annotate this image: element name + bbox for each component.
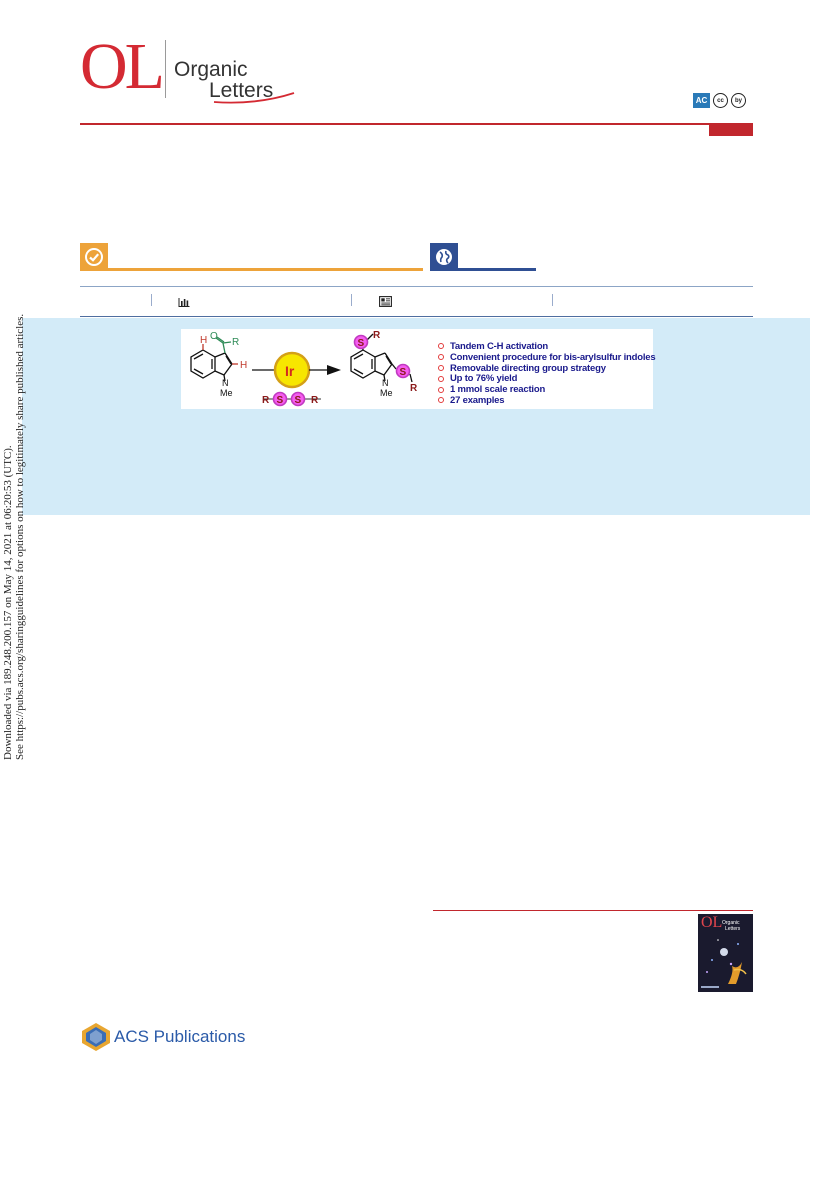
- reactant-me-label: Me: [220, 388, 233, 398]
- download-note-line2: See https://pubs.acs.org/sharingguidelin…: [14, 313, 26, 760]
- acs-hexagon-icon: [82, 1023, 110, 1051]
- product-r2-label: R: [410, 383, 418, 394]
- bullet-icon: [438, 354, 444, 361]
- product-n-label: N: [382, 378, 389, 388]
- cover-rule: [433, 910, 753, 911]
- list-item: 27 examples: [438, 395, 655, 406]
- reactant-n-label: N: [222, 378, 229, 388]
- toc-graphic: H H O R N Me Ir R S S R: [181, 329, 656, 409]
- bullet-icon: [438, 343, 444, 350]
- reaction-scheme: H H O R N Me Ir R S S R: [190, 330, 418, 407]
- header-rule: [80, 123, 753, 125]
- cover-art: [701, 939, 747, 988]
- bullet-icon: [438, 397, 444, 404]
- metrics-top-rule: [80, 286, 753, 287]
- cover-logo-letters: OL: [701, 914, 723, 931]
- by-license-badge[interactable]: by: [731, 93, 746, 108]
- access-underline: [108, 268, 423, 271]
- download-note-text: Downloaded via 189.248.200.157 on May 14…: [2, 314, 26, 760]
- product-r4-label: R: [373, 330, 381, 341]
- product-s4-label: S: [358, 338, 365, 349]
- catalyst-label: Ir: [285, 363, 295, 379]
- metrics-separator: [552, 294, 553, 306]
- bullet-icon: [438, 375, 444, 382]
- list-item: Convenient procedure for bis-arylsulfur …: [438, 352, 656, 363]
- cc-license-badge[interactable]: cc: [713, 93, 728, 108]
- bullet-icon: [438, 386, 444, 393]
- metrics-bottom-rule: [80, 316, 753, 317]
- acs-publications-logo: ACS Publications: [114, 1027, 246, 1046]
- bar-chart-icon[interactable]: [178, 296, 190, 307]
- open-access-underline: [458, 268, 536, 271]
- acs-authorchoice-badge[interactable]: AC: [693, 93, 710, 108]
- journal-name-line2: Letters: [209, 79, 274, 102]
- list-item: Removable directing group strategy: [438, 363, 655, 374]
- article-type-tab: [709, 125, 753, 136]
- reagent-s-left: S: [277, 395, 284, 406]
- reactant-r-label: R: [232, 337, 239, 348]
- product-me-label: Me: [380, 388, 393, 398]
- reagent-s-right: S: [295, 395, 302, 406]
- reactant-o-label: O: [210, 331, 218, 342]
- download-note: Downloaded via 189.248.200.157 on May 14…: [2, 314, 32, 1200]
- reagent-r-right: R: [311, 395, 319, 406]
- reagent-r-left: R: [262, 395, 270, 406]
- access-check-icon[interactable]: [80, 243, 108, 271]
- journal-name-line1: Organic: [174, 58, 248, 81]
- list-item: Tandem C-H activation: [438, 341, 655, 352]
- journal-cover-thumbnail[interactable]: OL Organic Letters: [698, 914, 753, 992]
- logo-swoosh-icon: [213, 92, 295, 104]
- metrics-separator: [151, 294, 152, 306]
- open-access-globe-icon[interactable]: [430, 243, 458, 271]
- journal-logo-letters: OL: [80, 30, 165, 103]
- download-note-line1: Downloaded via 189.248.200.157 on May 14…: [2, 445, 14, 760]
- article-icon[interactable]: [379, 296, 392, 307]
- cover-title-line1: Organic: [722, 920, 740, 926]
- logo-divider: [165, 40, 166, 98]
- license-badges: AC cc by: [693, 93, 746, 108]
- metrics-separator: [351, 294, 352, 306]
- bullet-icon: [438, 364, 444, 371]
- cover-title-line2: Letters: [725, 926, 741, 932]
- product-s2-label: S: [400, 367, 407, 378]
- list-item: Up to 76% yield: [438, 373, 655, 384]
- toc-bullet-list: Tandem C-H activation Convenient procedu…: [438, 341, 656, 406]
- reactant-h2-label: H: [240, 360, 247, 371]
- list-item: 1 mmol scale reaction: [438, 384, 655, 395]
- reactant-h4-label: H: [200, 335, 207, 346]
